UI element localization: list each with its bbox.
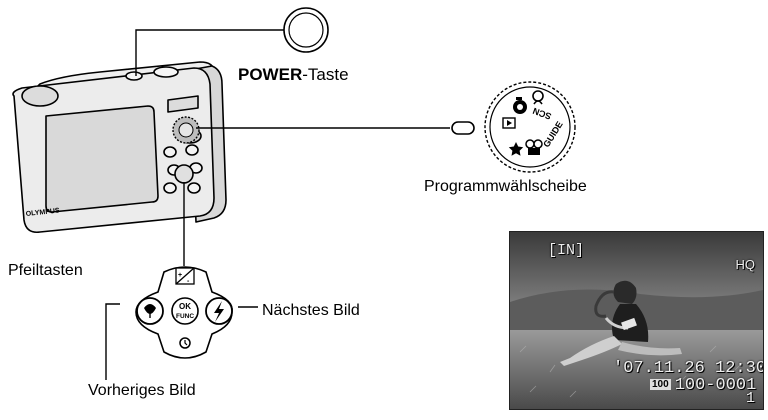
arrow-pad-detail: + - [135, 266, 233, 359]
ok-func-button [171, 297, 199, 325]
date-time-display: '07.11.26 12:30 [613, 359, 764, 378]
program-dial-detail: GUIDE SCN [451, 81, 576, 173]
movie-icon [525, 139, 543, 155]
callout-lines [105, 29, 450, 380]
exposure-compensation-button: + - [175, 267, 195, 285]
func-label: FUNC [176, 313, 194, 320]
power-label-suffix: -Taste [302, 65, 349, 84]
frame-count: 1 [745, 390, 755, 407]
previous-image-label: Vorheriges Bild [88, 382, 196, 399]
camera-mode-dial [172, 116, 200, 144]
svg-text:+: + [178, 272, 182, 279]
svg-text:-: - [187, 278, 190, 285]
file-number: 100-0001 [674, 376, 757, 395]
image-quality-indicator: HQ [735, 257, 756, 272]
dial-pointer [451, 121, 475, 135]
ok-label: OK [179, 302, 191, 311]
power-button-detail [283, 7, 329, 53]
girl-reading-figure [560, 280, 682, 366]
next-image-label: Nächstes Bild [262, 302, 360, 319]
favorite-star-icon [508, 142, 524, 156]
folder-tag: 100 [650, 379, 671, 391]
auto-camera-icon [513, 97, 527, 114]
camera-brand: OLYMPUS [25, 207, 60, 218]
playback-icon [502, 117, 516, 129]
power-button-label: POWER-Taste [238, 65, 349, 85]
macro-button [136, 297, 164, 325]
memory-indicator: [IN] [548, 242, 585, 259]
scene-icon [532, 90, 544, 105]
self-timer-button [179, 337, 191, 349]
arrow-keys-label: Pfeiltasten [8, 262, 83, 279]
flash-button [205, 297, 233, 325]
prev-callout-line [105, 303, 120, 380]
power-label-prefix: POWER [238, 65, 303, 84]
playback-photo [510, 232, 763, 409]
camera [12, 61, 227, 234]
program-dial-label: Programmwählscheibe [424, 178, 587, 195]
power-callout-line [135, 29, 284, 76]
